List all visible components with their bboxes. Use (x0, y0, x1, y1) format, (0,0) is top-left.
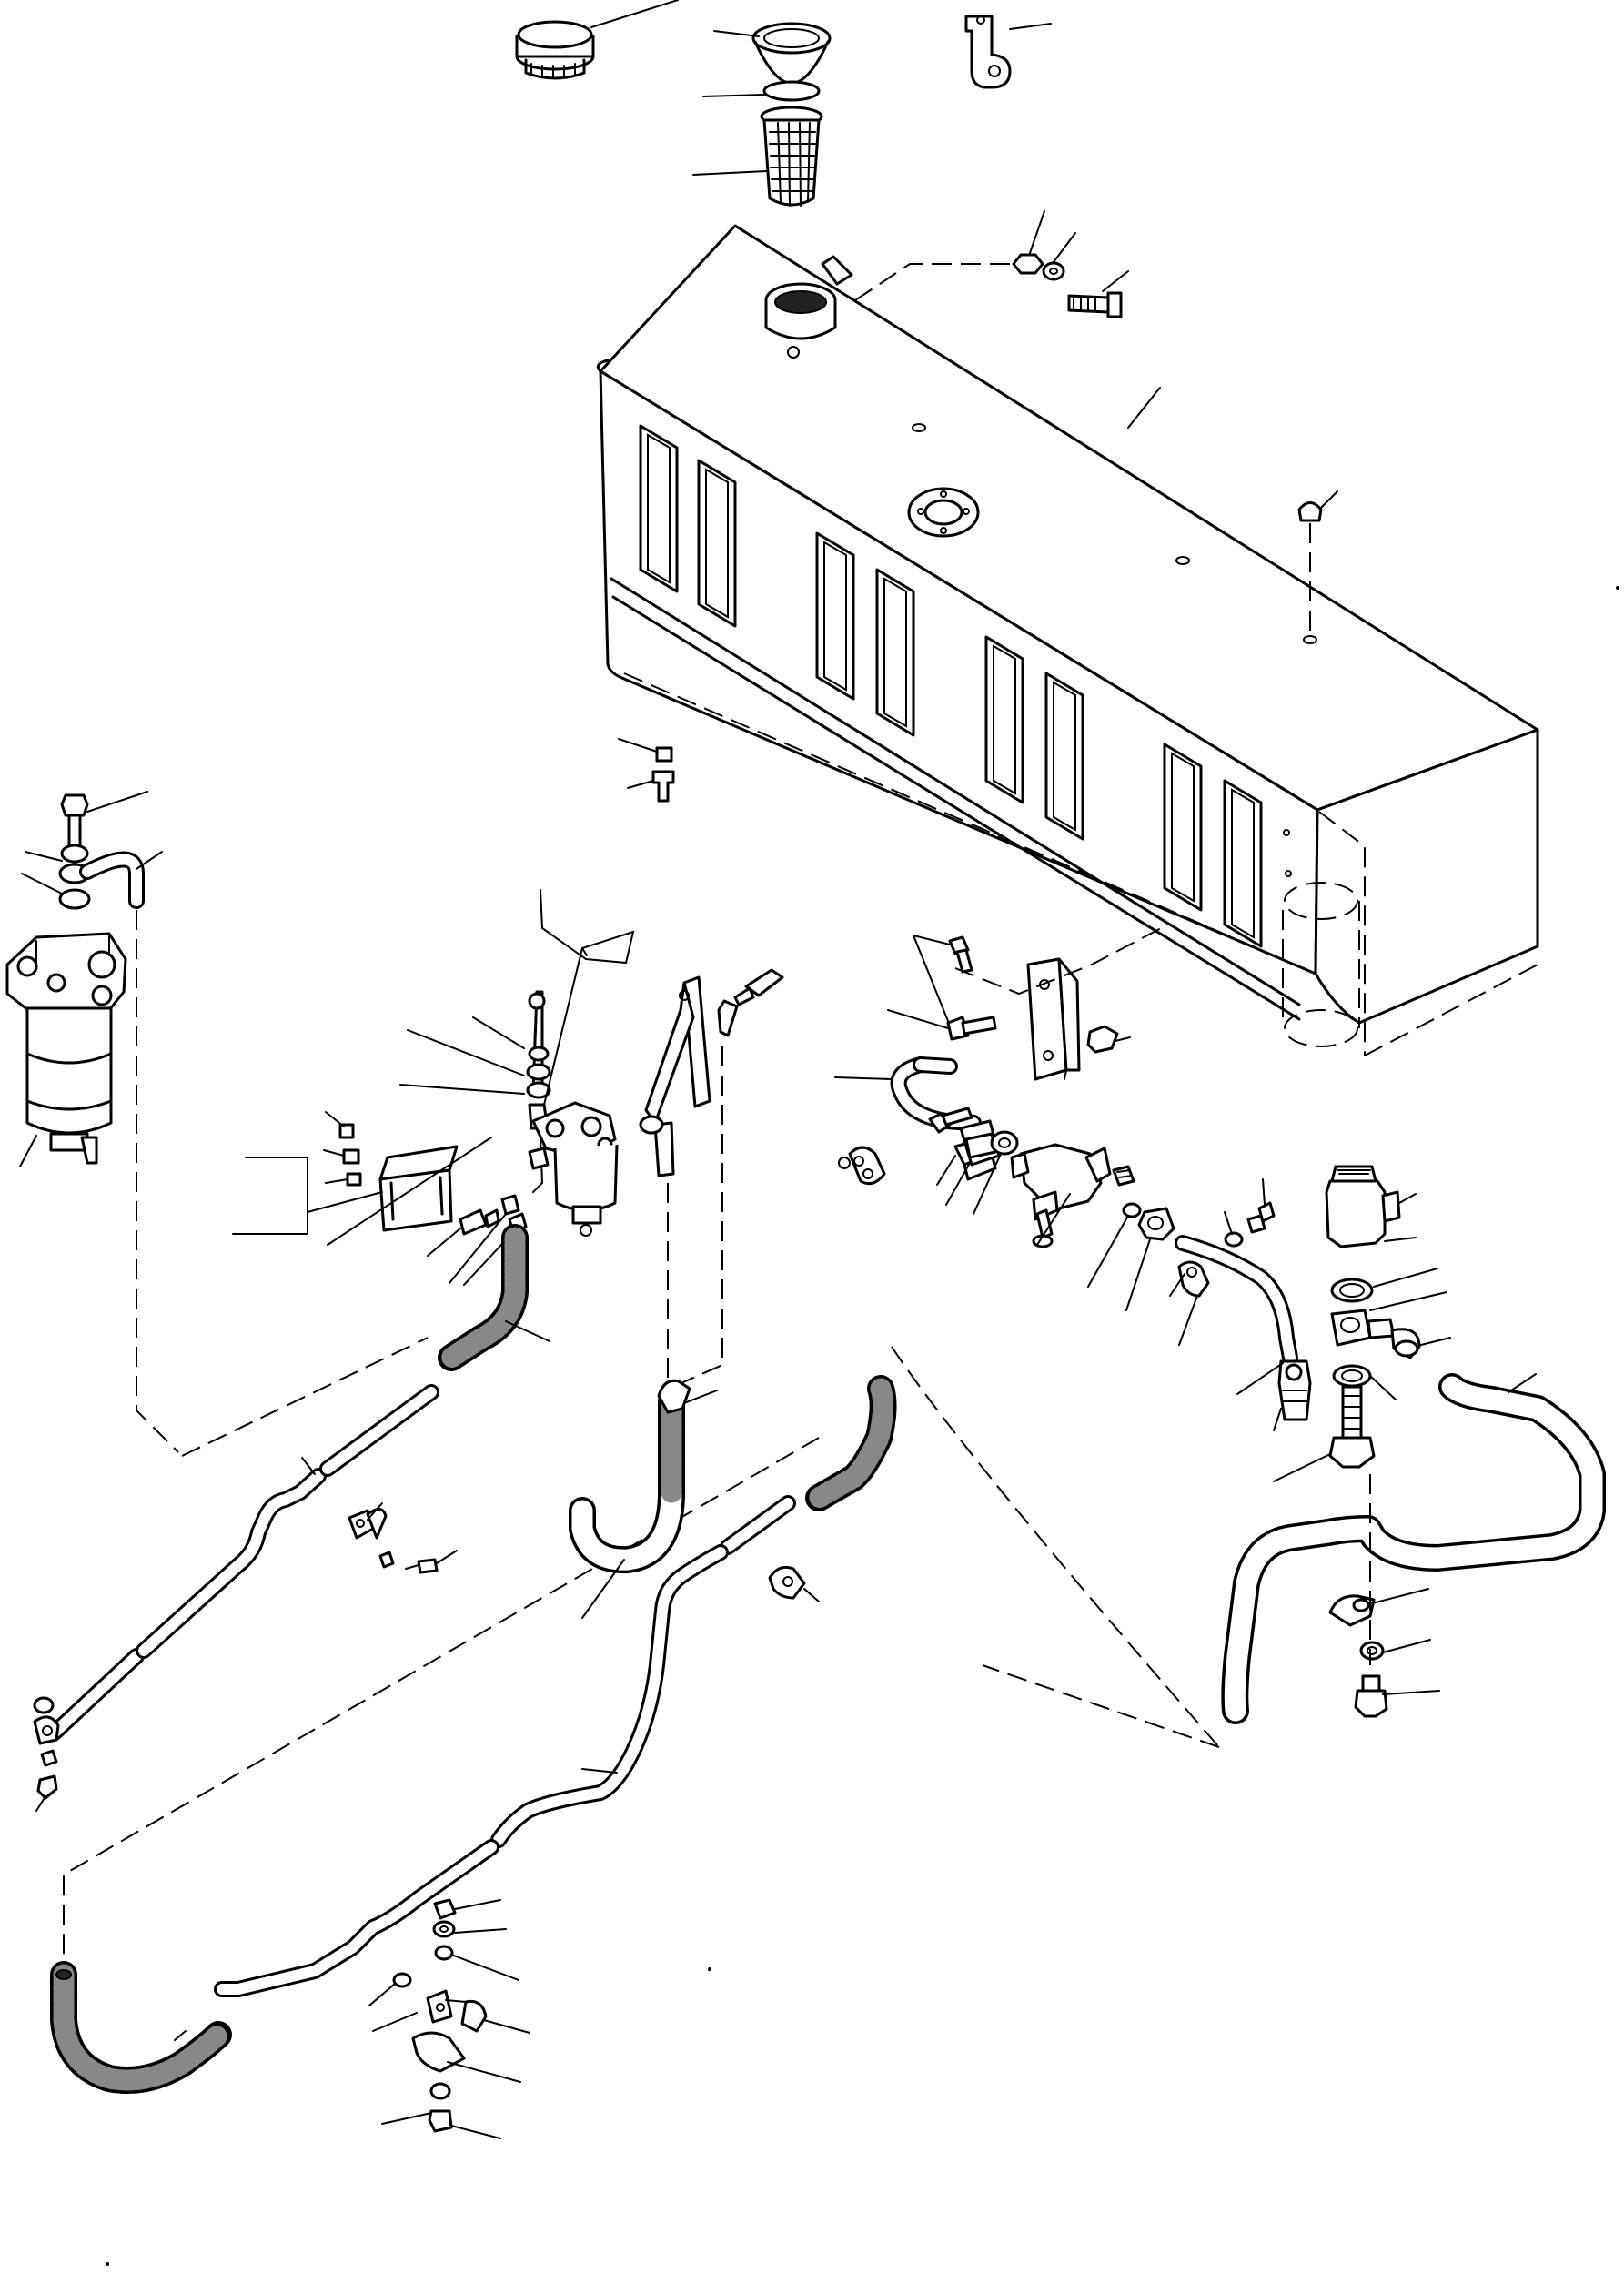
strainer-screen (692, 106, 823, 207)
fuel-line-left (33, 1384, 439, 1812)
drain-plug-assembly (1236, 1165, 1451, 1482)
filter-outlet-fittings (427, 1194, 550, 1371)
mounting-bracket-top (964, 15, 1052, 89)
assembly-guide-lines (63, 1337, 1220, 1956)
filler-cap (515, 0, 679, 80)
fuel-line-middle (214, 1375, 897, 1997)
angle-bracket-center (639, 968, 784, 1386)
lower-clamp-assembly (368, 1898, 530, 2139)
fuel-hose-lower-left (50, 1961, 232, 2094)
filter-bracket-left (232, 1111, 492, 1246)
tank-top-fasteners (854, 210, 1129, 318)
shutoff-valve (834, 925, 1298, 1366)
fuel-hose-u-center (348, 1379, 718, 1619)
fuel-tank (596, 224, 1539, 1056)
fuel-filter-center (399, 889, 635, 1237)
tank-mount-bolts (618, 738, 675, 803)
tank-panels (639, 424, 1263, 948)
fuel-hose-right (1221, 1373, 1606, 1724)
filler-neck-gasket (702, 22, 832, 102)
fuel-filter-left (5, 791, 179, 1453)
